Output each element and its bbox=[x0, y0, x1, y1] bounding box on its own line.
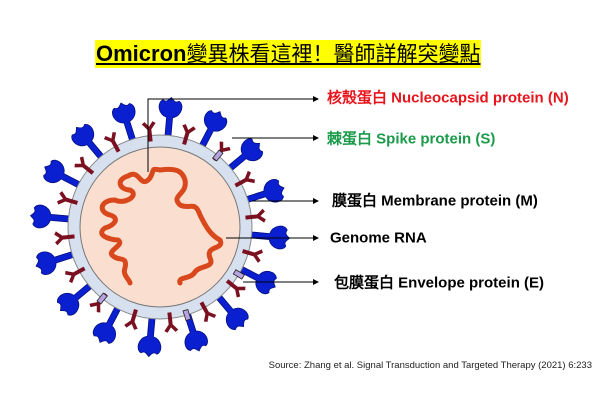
spike-protein bbox=[112, 102, 137, 143]
spike-protein bbox=[29, 204, 72, 229]
spike-protein bbox=[158, 96, 183, 139]
membrane-protein bbox=[103, 132, 121, 153]
source-citation: Source: Zhang et al. Signal Transduction… bbox=[268, 360, 592, 371]
spike-protein bbox=[57, 281, 94, 316]
membrane-protein bbox=[54, 231, 75, 246]
spike-protein bbox=[43, 159, 83, 189]
spike-protein bbox=[237, 265, 277, 295]
label-envelope: 包膜蛋白 Envelope protein (E) bbox=[334, 274, 545, 292]
membrane-protein bbox=[74, 156, 95, 175]
leader-lines bbox=[147, 96, 319, 285]
membrane-protein bbox=[242, 249, 263, 263]
membrane-protein bbox=[57, 191, 78, 205]
spike-protein bbox=[226, 138, 263, 173]
page-title: Omicron變異株看這裡！醫師詳解突變點 bbox=[95, 40, 482, 68]
spike-protein bbox=[183, 311, 208, 352]
spike-protein bbox=[35, 250, 76, 275]
label-genome: Genome RNA bbox=[330, 229, 427, 247]
title-zh: 變異株看這裡！醫師詳解突變點 bbox=[186, 42, 481, 66]
genome-rna bbox=[99, 166, 224, 286]
membrane-protein bbox=[245, 208, 266, 223]
spike-protein bbox=[71, 124, 106, 161]
title-en: Omicron bbox=[96, 41, 187, 66]
membrane-protein bbox=[182, 124, 196, 145]
membrane-protein bbox=[234, 170, 255, 188]
spike-protein bbox=[198, 110, 228, 150]
envelope-protein bbox=[182, 308, 192, 321]
membrane-protein bbox=[225, 279, 246, 298]
spike-protein bbox=[214, 293, 249, 330]
membrane-protein bbox=[199, 301, 217, 322]
label-nucleocapsid: 核殼蛋白 Nucleocapsid protein (N) bbox=[327, 89, 569, 107]
envelope-protein bbox=[96, 292, 108, 305]
spike-protein bbox=[137, 315, 162, 358]
spike-protein bbox=[244, 179, 285, 204]
membrane-protein bbox=[124, 309, 138, 330]
envelope-protein bbox=[212, 149, 224, 162]
label-membrane: 膜蛋白 Membrane protein (M) bbox=[332, 192, 538, 210]
membrane-protein bbox=[65, 266, 86, 284]
spike-protein bbox=[92, 304, 122, 344]
membrane-protein bbox=[141, 121, 156, 142]
spike-protein bbox=[248, 225, 291, 250]
label-spike: 棘蛋白 Spike protein (S) bbox=[327, 130, 496, 148]
membrane-protein bbox=[164, 312, 179, 333]
envelope-protein bbox=[232, 269, 245, 280]
